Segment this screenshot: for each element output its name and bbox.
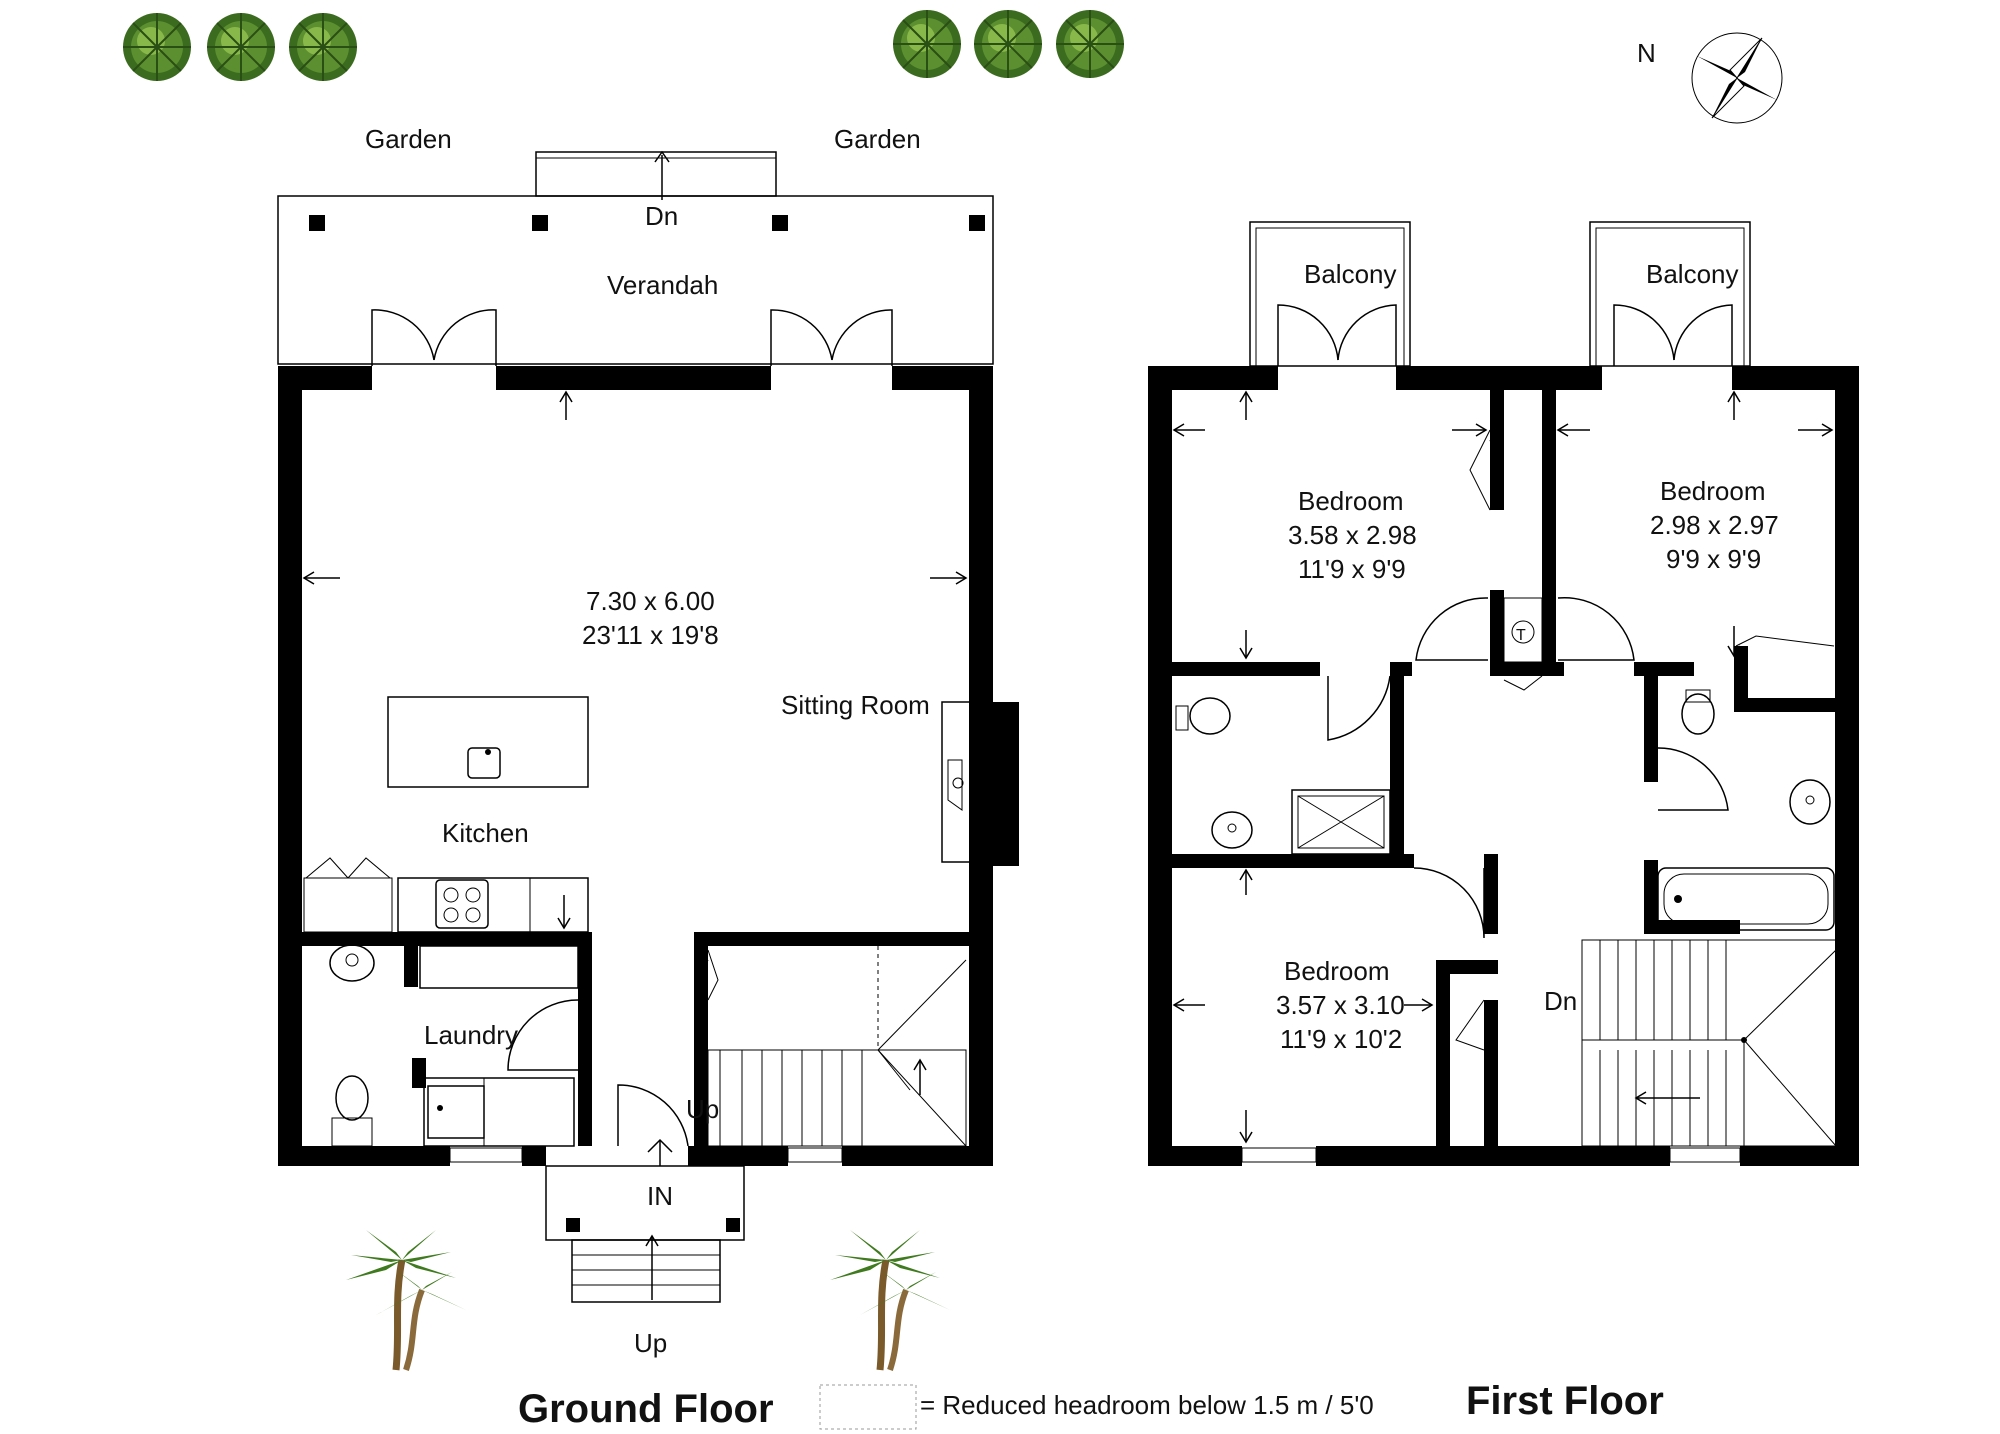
ground-floor-title: Ground Floor	[518, 1387, 774, 1431]
bedroom-3-metric: 3.57 x 3.10	[1276, 990, 1405, 1020]
verandah-steps	[535, 151, 777, 197]
bedroom-2-metric: 2.98 x 2.97	[1650, 510, 1779, 540]
verandah-stairs-label: Dn	[645, 201, 678, 231]
first-floor-walls	[1148, 366, 1859, 1166]
ground-stairs	[707, 946, 967, 1147]
main-dims-metric: 7.30 x 6.00	[586, 586, 715, 616]
porch-steps-label: Up	[634, 1328, 667, 1358]
porch-steps	[571, 1239, 721, 1303]
entrance-label: IN	[647, 1181, 673, 1211]
balcony-left-outline	[1249, 221, 1411, 367]
headroom-legend-swatch	[819, 1384, 917, 1430]
balcony-left-label: Balcony	[1304, 259, 1397, 289]
compass-icon	[1691, 32, 1783, 124]
kitchen-island	[387, 696, 589, 788]
bedroom-1-name: Bedroom	[1298, 486, 1404, 516]
main-dims-imperial: 23'11 x 19'8	[582, 620, 719, 650]
stairs-down-label: Dn	[1544, 986, 1577, 1016]
kitchen-label: Kitchen	[442, 818, 529, 848]
bedroom-2-name: Bedroom	[1660, 476, 1766, 506]
stairs-up-label: Up	[686, 1094, 719, 1124]
sitting-room-label: Sitting Room	[781, 690, 930, 720]
bedroom-1-imperial: 11'9 x 9'9	[1298, 554, 1406, 584]
headroom-legend-text: = Reduced headroom below 1.5 m / 5'0	[920, 1390, 1374, 1420]
tank-label: T	[1516, 627, 1526, 644]
shrub-group-left	[122, 12, 358, 82]
bedroom-3-imperial: 11'9 x 10'2	[1280, 1024, 1402, 1054]
tank-symbol	[1511, 620, 1535, 644]
bedroom-2-imperial: 9'9 x 9'9	[1666, 544, 1761, 574]
palm-tree-right	[830, 1230, 950, 1370]
laundry-label: Laundry	[424, 1020, 518, 1050]
ground-floor-walls	[278, 366, 1019, 1166]
garden-left-label: Garden	[365, 124, 452, 154]
garden-right-label: Garden	[834, 124, 921, 154]
first-stairs	[1581, 939, 1837, 1147]
first-floor-title: First Floor	[1466, 1379, 1664, 1423]
shrub-group-right	[892, 9, 1125, 79]
north-label: N	[1637, 38, 1656, 68]
bedroom-1-metric: 3.58 x 2.98	[1288, 520, 1417, 550]
palm-tree-left	[346, 1230, 466, 1370]
kitchen-counter	[397, 877, 589, 933]
balcony-right-label: Balcony	[1646, 259, 1739, 289]
bedroom-3-name: Bedroom	[1284, 956, 1390, 986]
verandah-label: Verandah	[607, 270, 718, 300]
